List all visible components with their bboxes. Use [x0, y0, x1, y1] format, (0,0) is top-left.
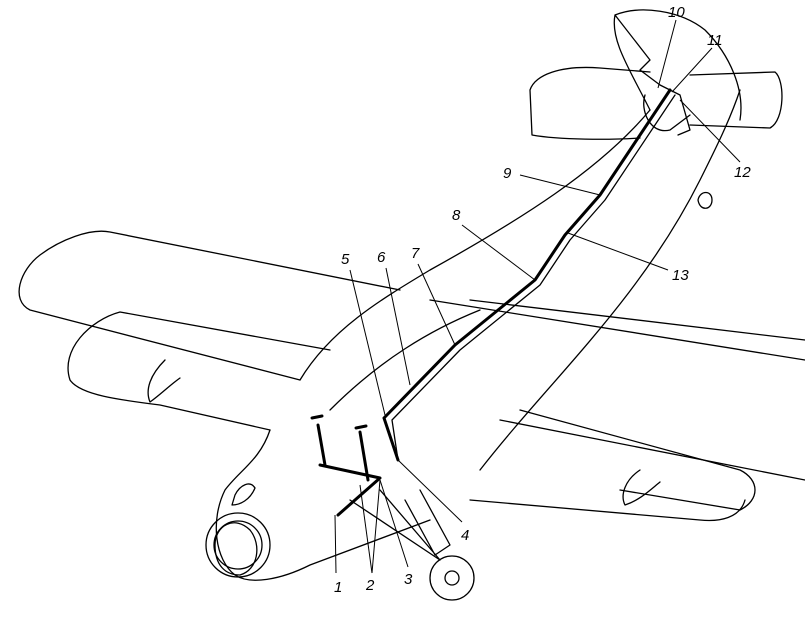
label-12: 12	[734, 164, 751, 181]
leader-lines	[334, 19, 741, 574]
label-9: 9	[503, 165, 512, 182]
horizontal-stabilizer	[529, 66, 783, 140]
label-1: 1	[334, 579, 342, 596]
label-3: 3	[404, 571, 413, 588]
fuselage	[215, 89, 741, 581]
lower-wing	[67, 299, 805, 522]
landing-gear	[349, 489, 451, 561]
label-6: 6	[377, 249, 386, 266]
wing-strut	[147, 359, 661, 506]
label-8: 8	[452, 207, 461, 224]
upper-wing	[18, 230, 805, 511]
cowling-inner	[213, 520, 263, 570]
wheel	[429, 555, 475, 601]
engine-cowling	[205, 512, 271, 578]
label-13: 13	[672, 267, 689, 284]
label-10: 10	[668, 4, 685, 21]
label-2: 2	[365, 577, 375, 594]
label-11: 11	[707, 32, 723, 49]
tail-wheel	[697, 191, 713, 209]
elevator-horn	[659, 84, 691, 136]
elevator-control-rod-parallel	[391, 94, 676, 461]
label-4: 4	[461, 527, 469, 544]
exhaust	[231, 483, 256, 506]
wheel-hub	[444, 570, 460, 586]
control-stick-front	[310, 414, 382, 517]
propeller-spinner	[214, 522, 258, 576]
label-7: 7	[411, 245, 420, 262]
vertical-fin	[613, 9, 742, 121]
elevator-control-rod	[382, 88, 672, 462]
label-5: 5	[341, 251, 350, 268]
